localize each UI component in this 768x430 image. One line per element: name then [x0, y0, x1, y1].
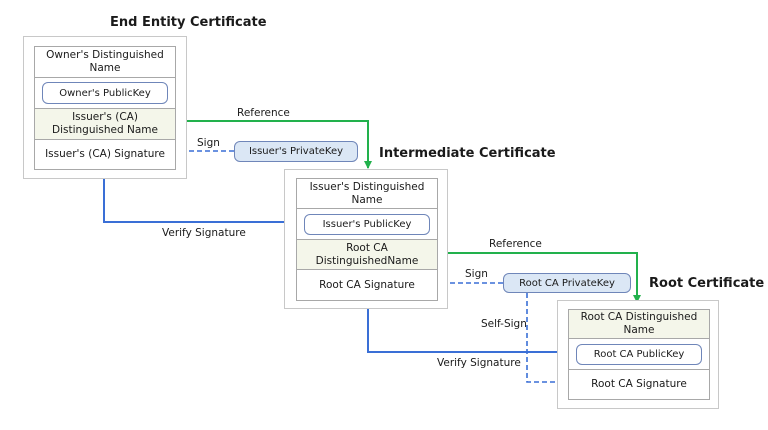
issuer-ca-signature: Issuer's (CA) Signature [45, 148, 165, 160]
owner-public-key-row: Owner's PublicKey [35, 78, 175, 108]
root-fields: Root CA Distinguished Name Root CA Publi… [568, 309, 710, 400]
root-ca-signature-intermediate: Root CA Signature [319, 278, 415, 291]
root-ca-distinguished-name-ref: Root CA DistinguishedName [297, 240, 437, 269]
sign-label-1: Sign [197, 137, 220, 149]
intermediate-title: Intermediate Certificate [379, 146, 556, 161]
issuer-ca-distinguished-name: Issuer's (CA) Distinguished Name [35, 109, 175, 139]
end-entity-certificate: Owner's Distinguished Name Owner's Publi… [23, 36, 187, 179]
reference-label-2: Reference [489, 238, 542, 250]
root-ca-public-key-row: Root CA PublicKey [569, 339, 709, 369]
root-ca-distinguished-name: Root CA Distinguished Name [569, 310, 709, 338]
self-sign-arrow [526, 293, 566, 386]
issuer-public-key: Issuer's PublicKey [304, 213, 430, 235]
sign-label-2: Sign [465, 268, 488, 280]
root-ca-public-key: Root CA PublicKey [576, 343, 702, 365]
owner-public-key: Owner's PublicKey [42, 82, 168, 104]
verify-arrow-1 [100, 166, 302, 223]
verify-signature-label-1: Verify Signature [162, 227, 246, 239]
issuer-private-key: Issuer's PrivateKey [234, 141, 358, 162]
reference-label-1: Reference [237, 107, 290, 119]
issuer-distinguished-name: Issuer's Distinguished Name [309, 180, 425, 206]
reference-arrow-2 [434, 252, 641, 303]
self-sign-label: Self-Sign [481, 318, 527, 330]
end-entity-title: End Entity Certificate [110, 15, 267, 30]
verify-arrow-2 [364, 299, 573, 353]
issuer-public-key-row: Issuer's PublicKey [297, 209, 437, 239]
reference-arrow-1 [175, 120, 372, 169]
root-ca-signature: Root CA Signature [591, 378, 687, 390]
end-entity-fields: Owner's Distinguished Name Owner's Publi… [34, 46, 176, 170]
root-ca-private-key: Root CA PrivateKey [503, 273, 631, 293]
owner-distinguished-name: Owner's Distinguished Name [46, 49, 164, 74]
root-certificate: Root CA Distinguished Name Root CA Publi… [557, 300, 719, 409]
intermediate-certificate: Issuer's Distinguished Name Issuer's Pub… [284, 169, 448, 309]
intermediate-fields: Issuer's Distinguished Name Issuer's Pub… [296, 178, 438, 301]
verify-signature-label-2: Verify Signature [437, 357, 521, 369]
root-title: Root Certificate [649, 276, 765, 291]
